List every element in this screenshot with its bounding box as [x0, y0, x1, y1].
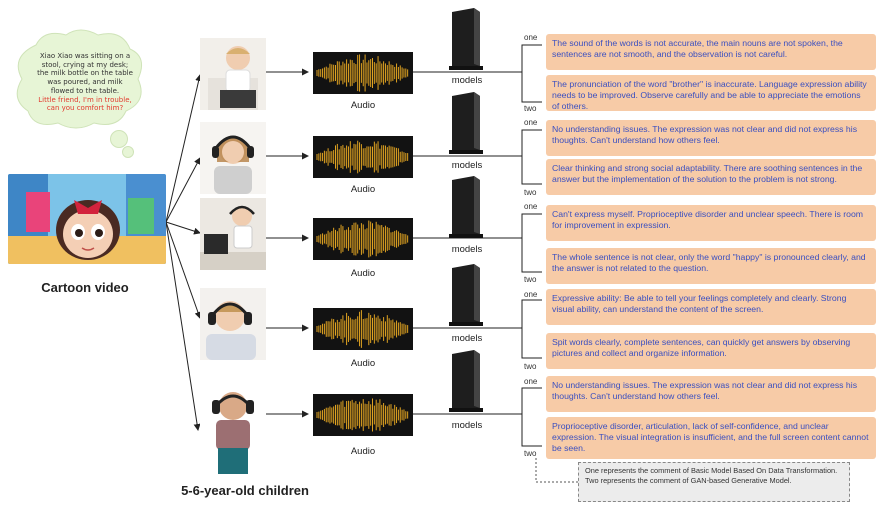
- bubble-tail-2: [122, 146, 134, 158]
- arrow-video-child-1: [165, 74, 203, 223]
- comment-one-row-3: Can't express myself. Proprioceptive dis…: [546, 205, 876, 241]
- audio-waveform-3: [313, 218, 413, 260]
- audio-label-2: Audio: [350, 184, 376, 195]
- label-two-5: two: [524, 449, 537, 458]
- child-photo-5: [200, 384, 266, 478]
- label-one-1: one: [524, 33, 538, 42]
- comment-one-row-4: Expressive ability: Be able to tell your…: [546, 289, 876, 325]
- child-photo-4: [200, 288, 266, 360]
- arrow-video-child-3: [165, 221, 201, 235]
- label-one-2: one: [524, 118, 538, 127]
- audio-label-5: Audio: [350, 446, 376, 457]
- audio-label-4: Audio: [350, 358, 376, 369]
- audio-waveform-1: [313, 52, 413, 94]
- label-two-2: two: [524, 188, 537, 197]
- comment-one-row-2: No understanding issues. The expression …: [546, 120, 876, 156]
- audio-waveform-4: [313, 308, 413, 350]
- label-two-4: two: [524, 362, 537, 371]
- cartoon-video-frame: [8, 174, 166, 264]
- children-caption: 5-6-year-old children: [181, 483, 309, 498]
- audio-waveform-5: [313, 394, 413, 436]
- legend-line-one: One represents the comment of Basic Mode…: [585, 466, 838, 475]
- cartoon-video-caption: Cartoon video: [41, 280, 129, 295]
- audio-label-1: Audio: [350, 100, 376, 111]
- child-photo-1: [200, 38, 266, 110]
- audio-label-3: Audio: [350, 268, 376, 279]
- arrow-video-child-2: [165, 157, 201, 223]
- comment-one-row-5: No understanding issues. The expression …: [546, 376, 876, 412]
- arrow-video-child-5: [165, 221, 201, 431]
- story-line-1: Xiao Xiao was sitting on a stool, crying…: [37, 52, 133, 95]
- bubble-tail-1: [110, 130, 128, 148]
- label-one-4: one: [524, 290, 538, 299]
- models-label-5: models: [451, 420, 483, 431]
- server-icon: [449, 92, 483, 154]
- audio-waveform-2: [313, 136, 413, 178]
- server-icon: [449, 8, 483, 70]
- label-two-3: two: [524, 275, 537, 284]
- arrow-video-child-4: [165, 221, 202, 319]
- child-photo-2: [200, 122, 266, 194]
- server-icon: [449, 176, 483, 238]
- models-label-2: models: [451, 160, 483, 171]
- legend-box: One represents the comment of Basic Mode…: [578, 462, 850, 502]
- legend-line-two: Two represents the comment of GAN-based …: [585, 475, 792, 485]
- server-icon: [449, 264, 483, 326]
- label-one-5: one: [524, 377, 538, 386]
- label-one-3: one: [524, 202, 538, 211]
- comment-two-row-3: The whole sentence is not clear, only th…: [546, 248, 876, 284]
- models-label-1: models: [451, 75, 483, 86]
- story-line-2: Little friend, I'm in trouble, can you c…: [38, 95, 132, 113]
- models-label-3: models: [451, 244, 483, 255]
- comment-two-row-4: Spit words clearly, complete sentences, …: [546, 333, 876, 369]
- story-text: Xiao Xiao was sitting on a stool, crying…: [36, 52, 134, 113]
- label-two-1: two: [524, 104, 537, 113]
- comment-one-row-1: The sound of the words is not accurate, …: [546, 34, 876, 70]
- speech-bubble: [16, 29, 143, 129]
- server-icon: [449, 350, 483, 412]
- comment-two-row-5: Proprioceptive disorder, articulation, l…: [546, 417, 876, 459]
- comment-two-row-2: Clear thinking and strong social adaptab…: [546, 159, 876, 195]
- models-label-4: models: [451, 333, 483, 344]
- child-photo-3: [200, 198, 266, 270]
- comment-two-row-1: The pronunciation of the word "brother" …: [546, 75, 876, 111]
